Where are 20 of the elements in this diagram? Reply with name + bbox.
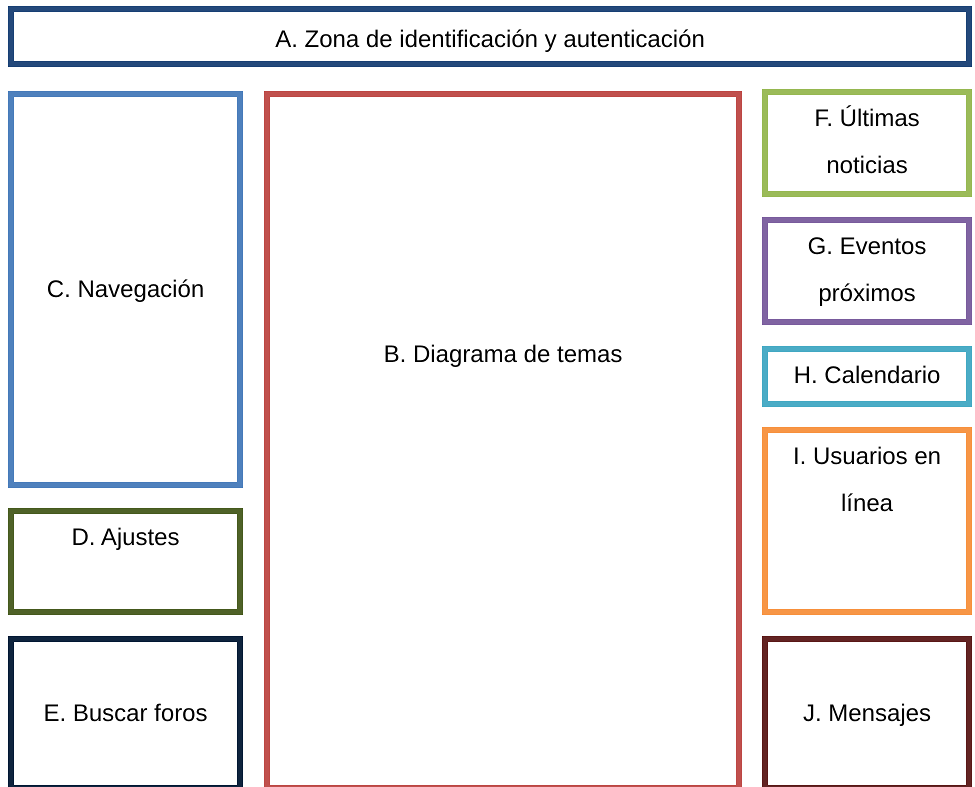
region-label: F. Últimas noticias [813, 104, 921, 181]
layout-region [762, 346, 972, 407]
region-label: C. Navegación [46, 275, 204, 305]
layout-region [762, 217, 972, 325]
region-label: A. Zona de identificación y autenticación [275, 25, 705, 55]
region-label: E. Buscar foros [43, 699, 208, 729]
layout-region [8, 6, 972, 67]
layout-region [8, 508, 243, 615]
region-label: H. Calendario [794, 361, 940, 391]
layout-region [264, 91, 742, 787]
layout-region [8, 91, 243, 488]
layout-region [8, 636, 243, 787]
layout-region [762, 636, 972, 787]
region-label: B. Diagrama de temas [384, 340, 622, 370]
region-label: G. Eventos próximos [806, 232, 928, 309]
layout-region [762, 89, 972, 197]
region-label: D. Ajustes [71, 523, 180, 553]
region-label: J. Mensajes [802, 699, 932, 729]
region-label: I. Usuarios en línea [792, 442, 942, 519]
layout-region [762, 427, 972, 615]
